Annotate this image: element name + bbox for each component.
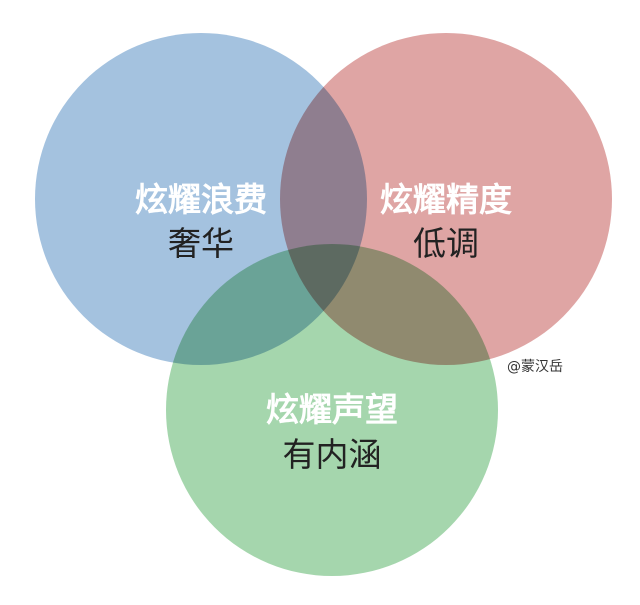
green-circle-subtitle: 有内涵 bbox=[283, 435, 382, 474]
blue-circle-subtitle: 奢华 bbox=[168, 224, 234, 263]
watermark: @蒙汉岳 bbox=[507, 359, 563, 375]
blue-circle-title: 炫耀浪费 bbox=[135, 180, 267, 219]
green-circle-title: 炫耀声望 bbox=[266, 390, 398, 429]
red-circle-title: 炫耀精度 bbox=[380, 180, 512, 219]
venn-circle-green bbox=[166, 244, 498, 576]
red-circle-subtitle: 低调 bbox=[413, 224, 479, 263]
circle-group bbox=[35, 33, 612, 576]
